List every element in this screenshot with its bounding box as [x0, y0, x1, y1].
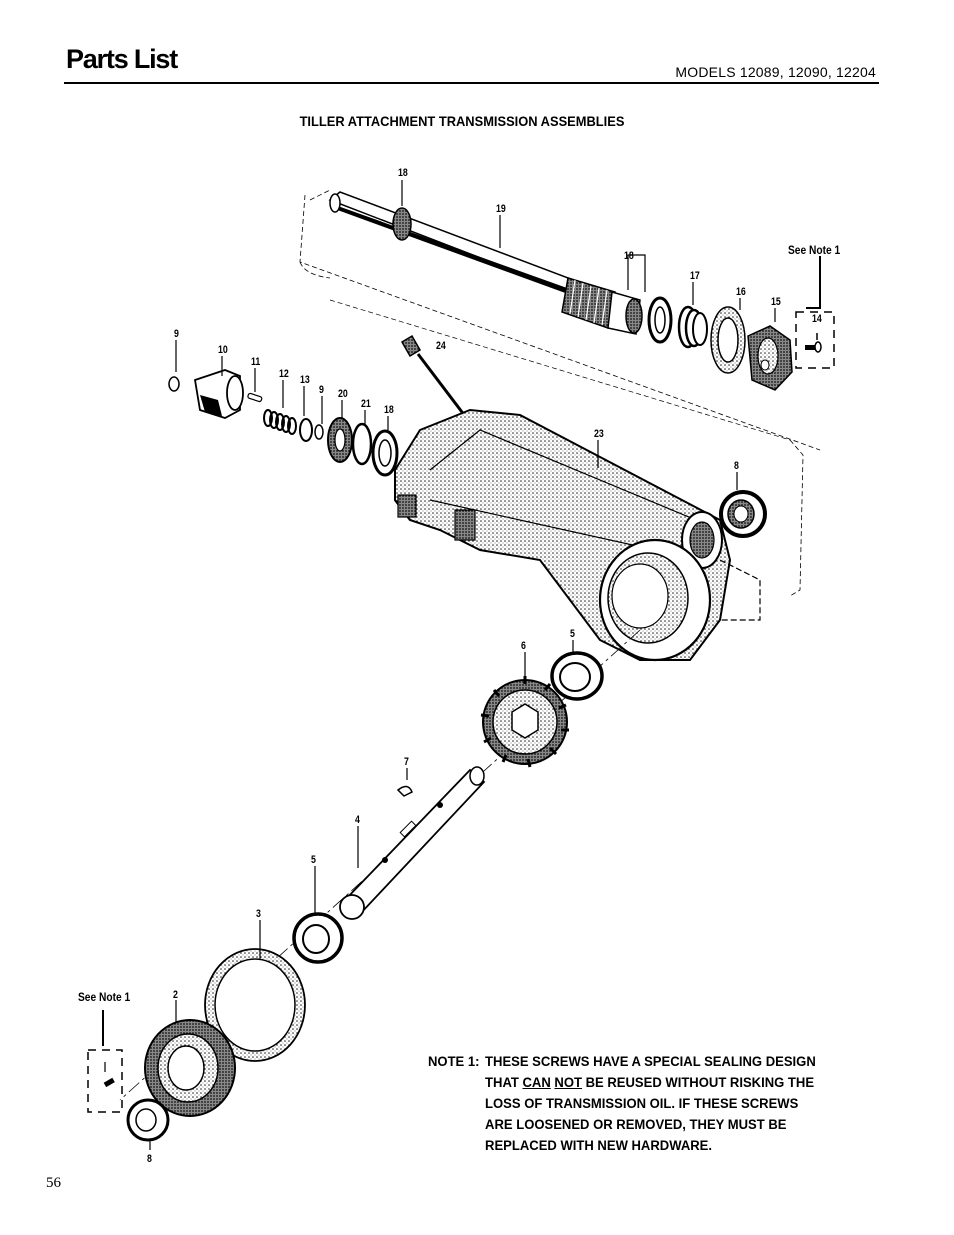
left-coupler-group [168, 369, 399, 477]
note-emphasis-can: CAN [522, 1075, 551, 1091]
part-number: 13 [300, 374, 310, 386]
seal-8-lower [126, 1098, 170, 1142]
note-prefix: NOTE 1: [428, 1054, 480, 1070]
note-line: LOSS OF TRANSMISSION OIL. IF THESE SCREW… [485, 1096, 799, 1112]
part-number: 4 [355, 814, 360, 826]
transmission-housing-23 [394, 408, 761, 662]
note-emphasis-not: NOT [554, 1075, 582, 1091]
note-line: ARE LOOSENED OR REMOVED, THEY MUST BE [485, 1117, 787, 1133]
part-number: 10 [218, 344, 228, 356]
note-line: THESE SCREWS HAVE A SPECIAL SEALING DESI… [485, 1054, 816, 1070]
page-title: Parts List [66, 44, 178, 74]
leader-lines [149, 180, 776, 1150]
end-cover-15 [747, 325, 793, 391]
header-rule [64, 82, 879, 84]
side-cover-2 [144, 1019, 236, 1117]
part-number: 9 [174, 328, 179, 340]
note-line: THAT [485, 1075, 523, 1091]
part-number: 19 [496, 203, 506, 215]
part-number: 6 [521, 640, 526, 652]
screw-14 [805, 341, 822, 353]
bearing-8-upper [719, 490, 767, 538]
bearing-5-lower [292, 912, 344, 964]
part-number: 8 [147, 1153, 152, 1165]
part-number: 23 [594, 428, 604, 440]
note-box-14 [795, 311, 835, 369]
part-number: 17 [690, 270, 700, 282]
part-number: 8 [734, 460, 739, 472]
note-line: REPLACED WITH NEW HARDWARE. [485, 1138, 713, 1154]
main-shaft [328, 191, 643, 335]
gasket-3 [204, 948, 306, 1062]
part-number: 16 [736, 286, 746, 298]
models-label: MODELS 12089, 12090, 12204 [675, 64, 876, 80]
part-number: 5 [570, 628, 575, 640]
bearing-5-upper [550, 651, 604, 701]
key-7 [396, 785, 413, 797]
part-number: 11 [251, 356, 261, 368]
part-number: 20 [338, 388, 348, 400]
part-number: 9 [319, 384, 324, 396]
group-boundary-right [789, 439, 804, 597]
part-number: 18 [624, 250, 634, 262]
part-number: 15 [771, 296, 781, 308]
bearing-washers-top [647, 296, 746, 374]
part-number: 14 [812, 313, 822, 325]
note-line: BE REUSED WITHOUT RISKING THE [581, 1075, 815, 1091]
part-number: 2 [173, 989, 178, 1001]
diagram-heading: TILLER ATTACHMENT TRANSMISSION ASSEMBLIE… [299, 113, 625, 129]
screw-bottom [103, 1062, 115, 1088]
see-note-label-top: See Note 1 [788, 243, 841, 257]
gear-6 [480, 676, 569, 768]
page-number: 56 [46, 1175, 61, 1191]
note-1: NOTE 1: THESE SCREWS HAVE A SPECIAL SEALI… [428, 1052, 833, 1157]
part-number: 12 [279, 368, 289, 380]
note-box-bottom [87, 1049, 123, 1113]
dipstick-24 [400, 334, 470, 421]
part-number: 18 [384, 404, 394, 416]
part-number: 24 [436, 340, 446, 352]
part-number: 5 [311, 854, 316, 866]
see-note-label-bottom: See Note 1 [78, 990, 131, 1004]
part-number: 18 [398, 167, 408, 179]
output-shaft-4 [339, 766, 486, 920]
part-number: 21 [361, 398, 371, 410]
part-number: 7 [404, 756, 409, 768]
part-number: 3 [256, 908, 261, 920]
